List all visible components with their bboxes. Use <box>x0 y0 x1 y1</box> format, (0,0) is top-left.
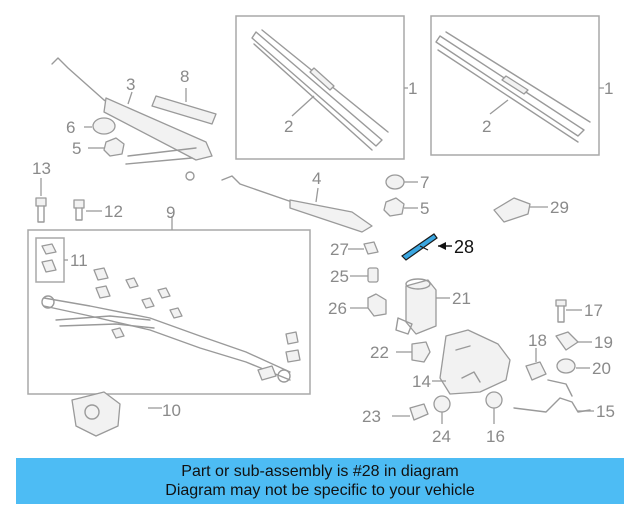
label-16: 16 <box>486 427 505 446</box>
part-23-sensor[interactable]: 23 <box>362 403 429 426</box>
label-26: 26 <box>328 299 347 318</box>
part-16-grommet[interactable]: 16 <box>485 391 505 446</box>
label-11: 11 <box>70 251 88 270</box>
label-19: 19 <box>594 333 613 352</box>
label-1-right: 1 <box>604 79 613 98</box>
label-27: 27 <box>330 240 349 259</box>
label-4: 4 <box>312 169 321 188</box>
part-18[interactable]: 18 <box>525 331 547 381</box>
label-20: 20 <box>592 359 611 378</box>
wiper-blade-box-right[interactable]: 1 2 <box>430 15 613 156</box>
part-12-bolt[interactable]: 12 <box>73 199 123 221</box>
part-8-cover[interactable]: 8 <box>151 67 217 125</box>
linkage-assembly-box[interactable]: 9 11 10 <box>27 203 311 437</box>
part-4-wiper-arm[interactable]: 4 <box>221 169 373 233</box>
parts-diagram: 1 2 1 2 3 8 6 5 <box>27 5 615 446</box>
label-10: 10 <box>162 401 181 420</box>
part-14-reservoir[interactable]: 14 <box>412 329 511 395</box>
label-29: 29 <box>550 198 569 217</box>
label-2-right: 2 <box>482 117 491 136</box>
label-17: 17 <box>584 301 603 320</box>
label-21: 21 <box>452 289 471 308</box>
part-20[interactable]: 20 <box>556 358 611 378</box>
part-21-pump[interactable]: 21 <box>395 278 471 335</box>
part-22-grommet[interactable]: 22 <box>370 341 431 363</box>
part-5-nut-lower[interactable]: 5 <box>383 197 429 218</box>
part-3-wiper-arm[interactable]: 3 <box>51 57 213 181</box>
part-26[interactable]: 26 <box>328 293 387 318</box>
part-19[interactable]: 19 <box>555 331 613 352</box>
label-24: 24 <box>432 427 451 446</box>
label-25: 25 <box>330 267 349 286</box>
label-22: 22 <box>370 343 389 362</box>
label-7: 7 <box>420 173 429 192</box>
part-2-small-label: 2 <box>386 5 395 24</box>
part-6-cap[interactable]: 6 <box>66 117 116 137</box>
banner-line-2: Diagram may not be specific to your vehi… <box>165 482 475 499</box>
part-24-grommet[interactable]: 24 <box>432 395 451 446</box>
label-5-lower: 5 <box>420 199 429 218</box>
label-9: 9 <box>166 203 175 222</box>
label-1-left: 1 <box>408 79 417 98</box>
label-23: 23 <box>362 407 381 426</box>
label-28: 28 <box>454 237 474 257</box>
part-5-nut-upper[interactable]: 5 <box>72 137 125 158</box>
part-15-hose[interactable]: 15 <box>513 379 615 421</box>
label-15: 15 <box>596 402 615 421</box>
label-5-upper: 5 <box>72 139 81 158</box>
part-29[interactable]: 29 <box>493 197 569 223</box>
label-12: 12 <box>104 202 123 221</box>
label-2-left: 2 <box>284 117 293 136</box>
banner-line-1: Part or sub-assembly is #28 in diagram <box>181 463 459 480</box>
wiper-blade-box-left[interactable]: 1 2 <box>235 15 417 160</box>
label-8: 8 <box>180 67 189 86</box>
label-18: 18 <box>528 331 547 350</box>
label-3: 3 <box>126 75 135 94</box>
part-7-cap[interactable]: 7 <box>385 173 429 192</box>
label-14: 14 <box>412 372 431 391</box>
part-27[interactable]: 27 <box>330 240 379 259</box>
label-6: 6 <box>66 118 75 137</box>
part-17-bolt[interactable]: 17 <box>555 299 603 323</box>
part-13-bolt[interactable]: 13 <box>32 159 51 223</box>
part-25[interactable]: 25 <box>330 267 379 286</box>
info-banner: Part or sub-assembly is #28 in diagram D… <box>16 458 624 504</box>
part-28-highlighted[interactable]: 28 <box>401 233 474 261</box>
label-13: 13 <box>32 159 51 178</box>
